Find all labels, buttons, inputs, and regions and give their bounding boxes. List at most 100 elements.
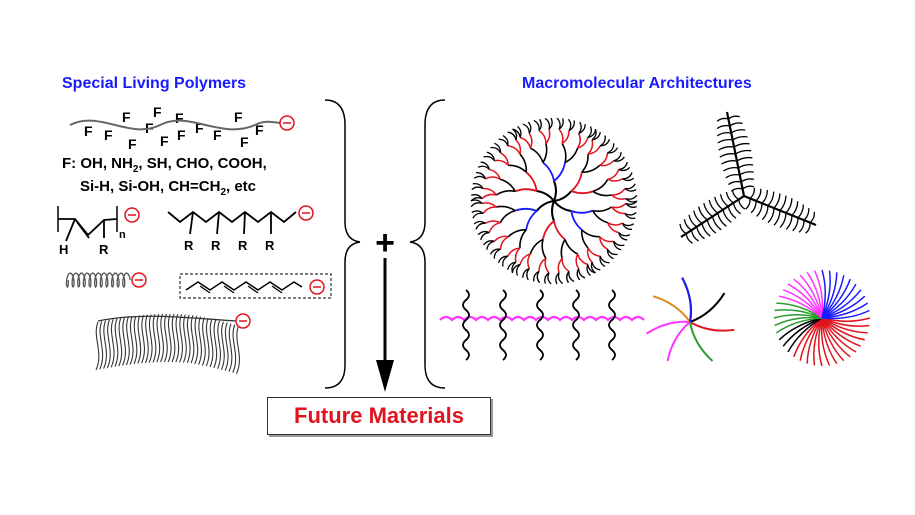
dendron-branch	[529, 238, 544, 255]
dendron-branch	[533, 119, 540, 131]
right-section-title: Macromolecular Architectures	[522, 75, 752, 92]
brush-chain	[95, 321, 100, 371]
brush-chain	[167, 313, 172, 363]
dendron-branch	[493, 248, 501, 259]
dendron-branch	[611, 188, 626, 196]
brush-chain	[190, 314, 195, 364]
brush-side-chain	[718, 146, 735, 151]
brush-side-chain	[735, 149, 752, 155]
dendron-branch	[558, 128, 564, 144]
dendron-branch	[489, 248, 501, 255]
dendron-branch	[599, 256, 606, 268]
dendron-branch	[555, 272, 560, 285]
substituent-label: R	[184, 238, 194, 253]
dendron-branch	[624, 188, 637, 192]
dendron-branch	[527, 121, 532, 134]
plus-operator: +	[375, 224, 395, 262]
dendron-branch	[568, 271, 575, 283]
brush-side-chain	[742, 185, 755, 190]
dendron-branch	[581, 229, 600, 238]
f-label: F	[255, 122, 264, 138]
brush-chain	[114, 318, 119, 367]
dendron-branch	[482, 206, 497, 214]
functional-group-list-line-2: Si-H, Si-OH, CH=CH2, etc	[80, 178, 257, 198]
dendron-branch	[553, 200, 572, 212]
future-materials-box: Future Materials	[267, 397, 491, 435]
brush-chain	[99, 321, 104, 370]
dendron-branch	[607, 147, 619, 154]
dendron-branch	[519, 136, 532, 149]
dendron-branch	[507, 261, 517, 271]
dendron-branch	[519, 253, 531, 265]
dendron-branch	[557, 257, 563, 274]
brush-side-chain	[730, 129, 746, 134]
dendron-branch	[607, 169, 620, 181]
dendron-branch	[483, 187, 497, 196]
anion-icon	[279, 115, 295, 131]
brush-side-chain	[733, 142, 750, 148]
dendron-branch	[533, 270, 540, 282]
dendrimer-diagram	[470, 117, 638, 285]
brush-chain	[232, 324, 237, 373]
dendron-branch	[625, 194, 638, 200]
dendron-branch	[624, 211, 637, 216]
dendron-branch	[538, 257, 547, 272]
brush-chain	[137, 315, 142, 364]
brush-side-chain	[728, 115, 740, 120]
brush-side-chain	[701, 223, 711, 237]
f-label: F	[213, 127, 222, 143]
dendron-branch	[586, 247, 593, 263]
brush-side-chain	[809, 211, 816, 224]
brush-chain	[182, 314, 187, 363]
dendron-branch	[525, 210, 538, 230]
dendron-branch	[625, 202, 638, 208]
dendron-branch	[495, 189, 516, 196]
dendron-branch	[486, 240, 495, 250]
brush-chain	[110, 319, 115, 368]
anion-icon	[124, 207, 140, 223]
dendron-branch	[470, 194, 483, 200]
dendron-branch	[514, 247, 521, 263]
dendron-branch	[507, 247, 521, 257]
f-label: F	[122, 109, 131, 125]
brush-side-chain	[798, 220, 805, 233]
helical-polymer	[65, 272, 147, 289]
brush-side-chain	[740, 178, 755, 183]
brush-side-chain	[732, 202, 741, 215]
dendron-branch	[622, 172, 633, 180]
brush-chain	[122, 317, 126, 366]
graft-side-chain	[462, 289, 470, 361]
brush-chain	[148, 314, 153, 363]
brush-side-chain	[716, 124, 730, 130]
dendron-branch	[507, 228, 527, 238]
dendron-branch	[624, 183, 636, 190]
dendron-branch	[475, 222, 486, 230]
dendron-branch	[508, 164, 527, 173]
dendron-branch	[514, 207, 538, 212]
dendron-branch	[592, 190, 612, 197]
brush-side-chain	[797, 204, 804, 219]
dendron-branch	[538, 118, 542, 131]
brush-side-chain	[717, 139, 733, 144]
brush-side-chain	[761, 205, 769, 221]
dendron-branch	[542, 143, 548, 163]
dendron-branch	[556, 117, 561, 130]
brush-side-chain	[703, 202, 713, 218]
dendron-branch	[576, 253, 589, 266]
dendron-branch	[542, 220, 555, 240]
dendron-branch	[515, 139, 522, 155]
dendron-branch	[611, 206, 625, 215]
dendron-branch	[499, 209, 516, 224]
dendron-branch	[502, 134, 509, 146]
dendron-branch	[570, 190, 594, 195]
dendron-branch	[599, 236, 614, 243]
dendron-branch	[553, 220, 566, 241]
dendron-branch	[566, 271, 570, 284]
dendron-branch	[613, 156, 625, 162]
dendron-branch	[527, 253, 531, 269]
dendron-branch	[592, 210, 609, 224]
dendron-branch	[488, 221, 501, 233]
anion-icon	[235, 313, 251, 329]
brush-chain	[201, 317, 206, 366]
brush-side-chain	[750, 200, 757, 214]
